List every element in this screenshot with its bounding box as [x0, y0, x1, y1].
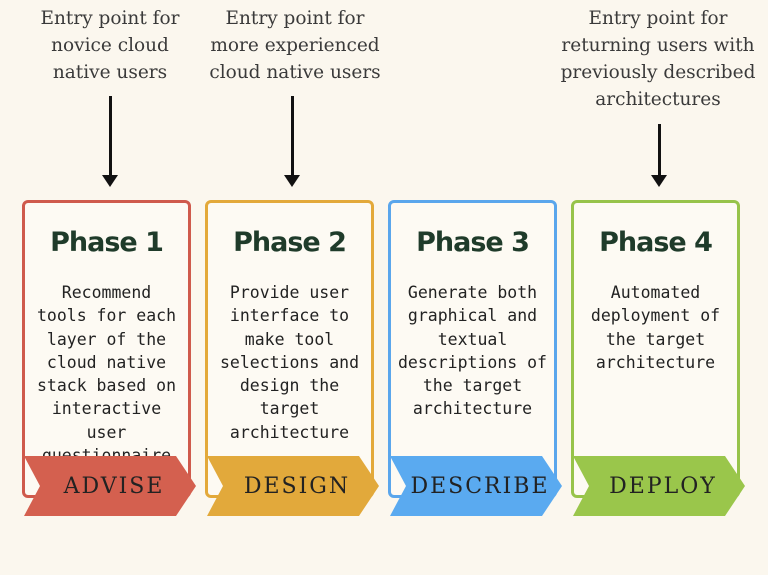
entry-line: returning users with [561, 35, 755, 56]
banner-label: ADVISE [63, 473, 165, 499]
chevron-banner-shape [24, 456, 196, 516]
arrow-down-icon [291, 96, 294, 176]
phase-title: Phase 4 [599, 227, 713, 258]
description-line: interface to [229, 306, 350, 326]
description-line: cloud native [46, 352, 167, 372]
description-line: Generate both [407, 283, 538, 302]
entry-line: more experienced [210, 35, 380, 56]
arrow-down-icon [109, 96, 112, 176]
description-line: architecture [595, 352, 716, 372]
phase-title: Phase 2 [233, 227, 347, 258]
entry-point-experienced: Entry point for more experienced cloud n… [195, 5, 395, 86]
arrow-head-icon [651, 175, 667, 187]
banner-advise: ADVISE [24, 456, 196, 516]
entry-line: cloud native users [209, 62, 381, 83]
description-line: graphical and [407, 306, 538, 326]
phase-title: Phase 1 [50, 227, 164, 258]
description-line: target [259, 399, 320, 419]
description-line: Recommend [61, 283, 152, 302]
chevron-banner-shape [573, 456, 745, 516]
banner-deploy: DEPLOY [573, 456, 745, 516]
banner-label: DESIGN [243, 473, 351, 499]
entry-point-returning: Entry point for returning users with pre… [550, 5, 766, 113]
phase-description: Automated deployment of the target archi… [578, 281, 733, 374]
phase-description: Generate both graphical and textual desc… [395, 281, 550, 421]
description-line: tools for each [36, 306, 177, 326]
description-line: make tool [244, 329, 335, 349]
arrow-down-icon [658, 124, 661, 176]
entry-point-novice: Entry point for novice cloud native user… [20, 5, 200, 86]
phase-description: Recommend tools for each layer of the cl… [29, 281, 184, 467]
entry-line: architectures [595, 89, 721, 110]
phase-card-4: Phase 4 Automated deployment of the targ… [571, 200, 740, 498]
phase-card-2: Phase 2 Provide user interface to make t… [205, 200, 374, 498]
arrow-head-icon [284, 175, 300, 187]
entry-line: Entry point for [225, 8, 365, 29]
description-line: descriptions of [397, 352, 547, 372]
banner-label: DEPLOY [609, 473, 717, 499]
phase-title: Phase 3 [416, 227, 530, 258]
description-line: design the [239, 376, 340, 396]
arrow-head-icon [102, 175, 118, 187]
entry-line: previously described [560, 62, 756, 83]
description-line: textual [437, 329, 508, 349]
description-line: the target [605, 329, 706, 349]
description-line: architecture [412, 399, 533, 419]
description-line: selections and [219, 352, 360, 372]
phase-description: Provide user interface to make tool sele… [212, 281, 367, 444]
banner-design: DESIGN [207, 456, 379, 516]
entry-line: native users [52, 62, 168, 83]
chevron-banner-shape [390, 456, 562, 516]
banner-label: DESCRIBE [410, 473, 550, 499]
description-line: the target [422, 376, 523, 396]
banner-describe: DESCRIBE [390, 456, 562, 516]
entry-line: Entry point for [588, 8, 728, 29]
description-line: stack based on [36, 376, 177, 396]
description-line: deployment of [590, 306, 721, 326]
description-line: Provide user [229, 283, 350, 302]
entry-line: novice cloud [51, 35, 169, 56]
description-line: interactive user [51, 399, 162, 442]
phase-card-1: Phase 1 Recommend tools for each layer o… [22, 200, 191, 498]
chevron-banner-shape [207, 456, 379, 516]
phase-card-3: Phase 3 Generate both graphical and text… [388, 200, 557, 498]
entry-line: Entry point for [40, 8, 180, 29]
description-line: architecture [229, 422, 350, 442]
description-line: layer of the [46, 329, 167, 349]
description-line: Automated [610, 283, 701, 302]
